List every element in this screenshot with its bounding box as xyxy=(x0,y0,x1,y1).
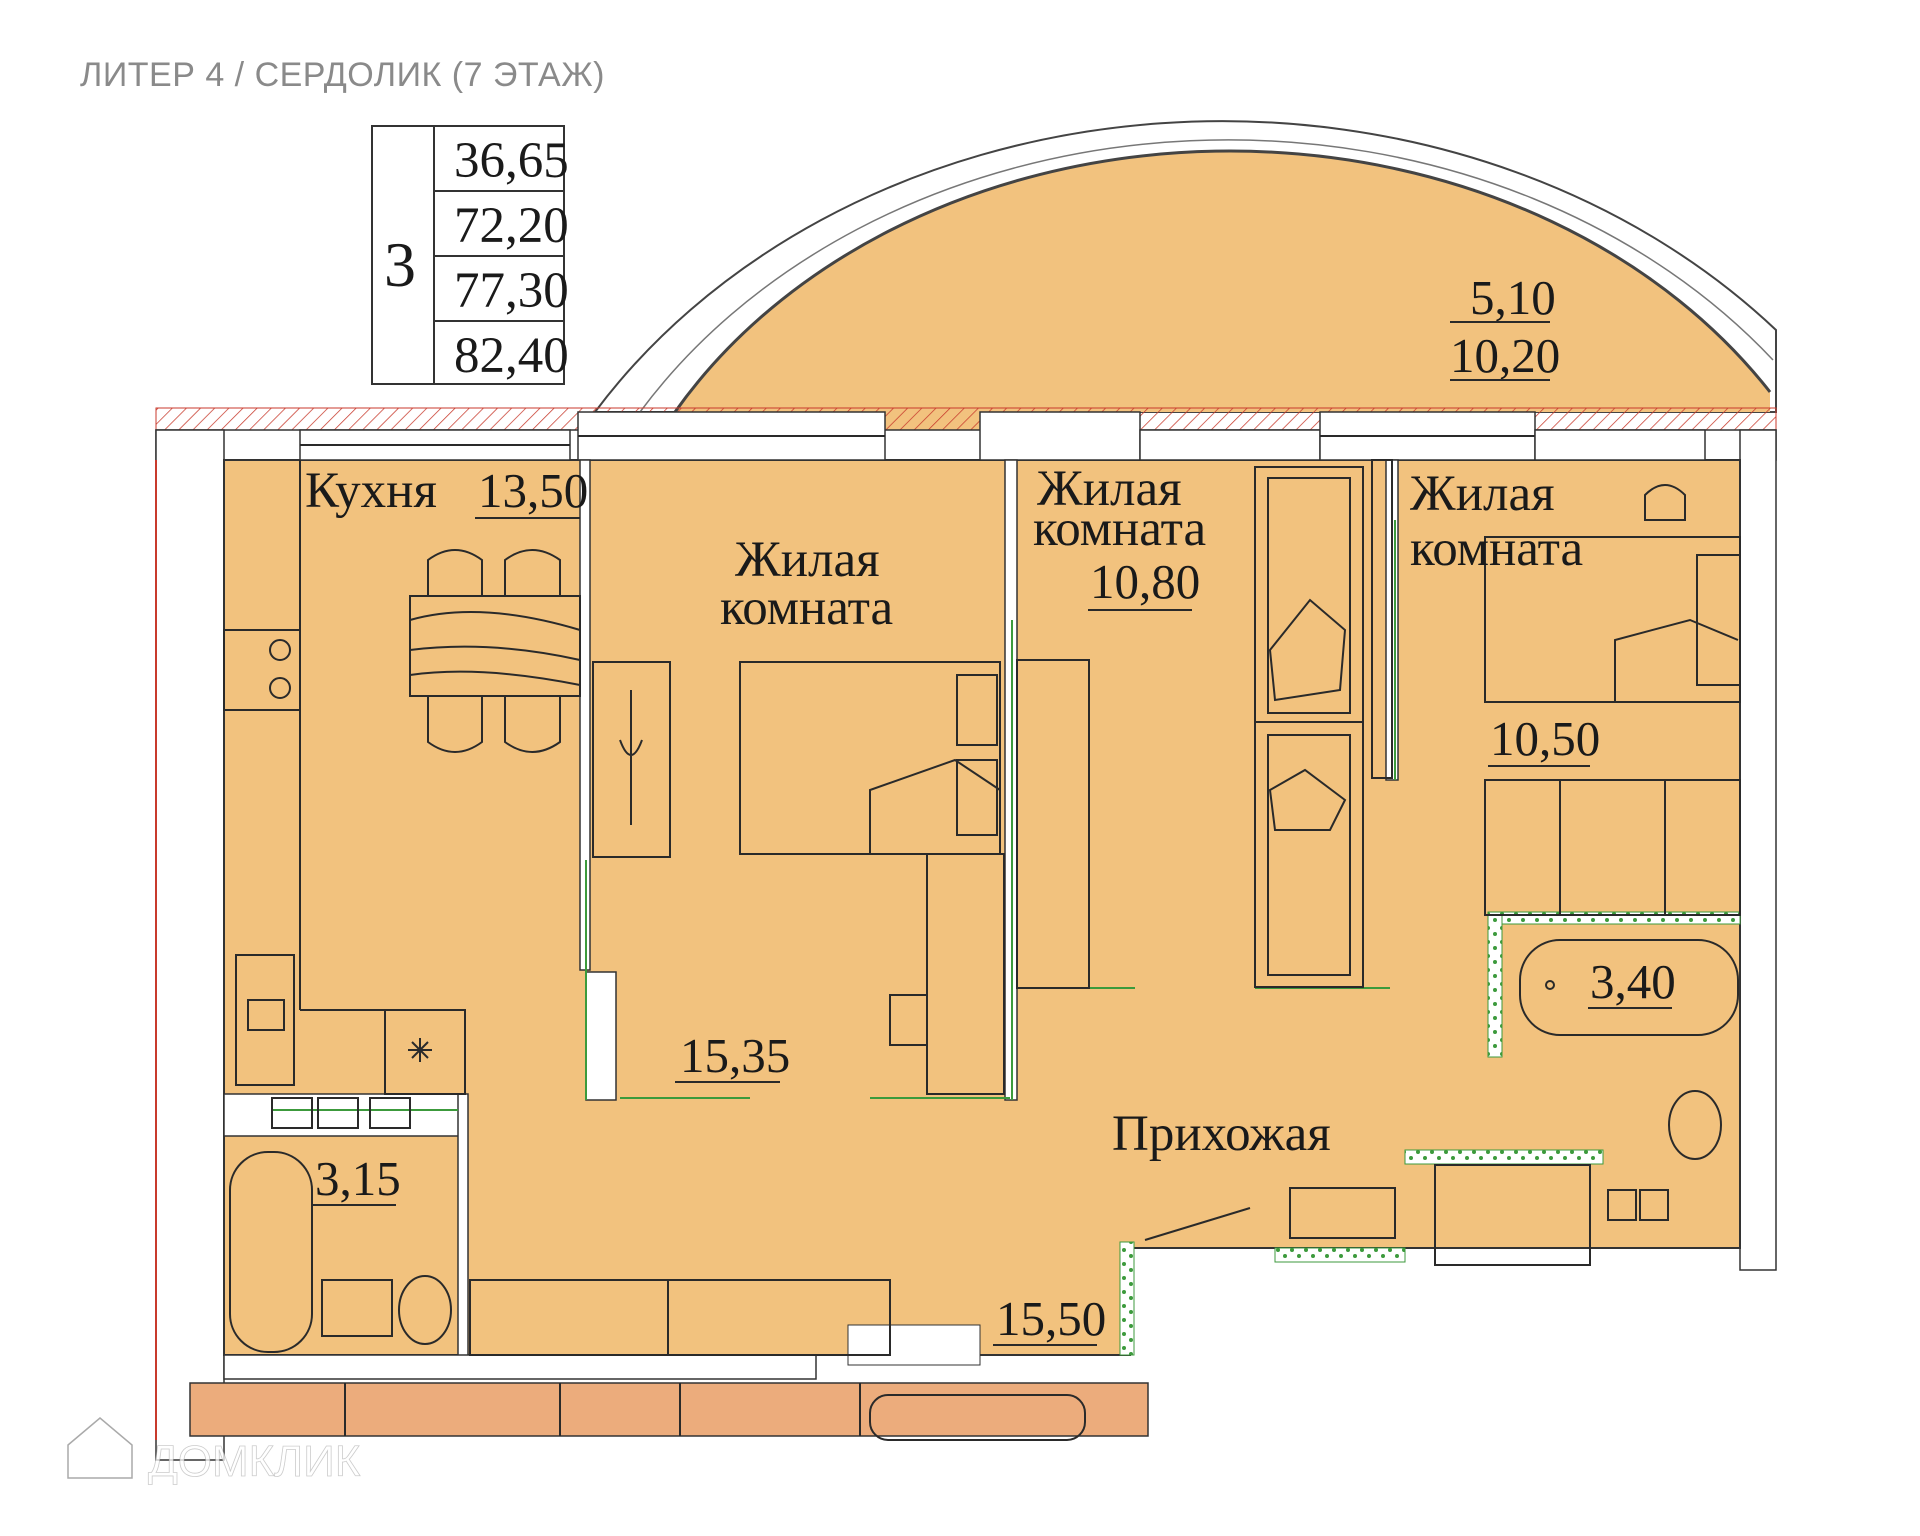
living-2-name-line2: комната xyxy=(1033,501,1206,557)
balcony-area-1: 5,10 xyxy=(1470,270,1556,325)
living-3-name-line2: комната xyxy=(1410,521,1583,577)
watermark-text: ДОМКЛИК xyxy=(148,1437,361,1486)
balcony xyxy=(593,120,1777,465)
kitchen-area: 13,50 xyxy=(478,463,588,518)
plan-caption: ЛИТЕР 4 / СЕРДОЛИК (7 ЭТАЖ) xyxy=(80,56,605,94)
lower-floor-preview xyxy=(189,1382,1149,1441)
area-with-balcony: 77,30 xyxy=(454,263,569,319)
hall-furniture xyxy=(469,1187,1396,1356)
windows xyxy=(299,411,1706,461)
hall-area: 15,50 xyxy=(996,1291,1106,1346)
bathroom-1-fixtures xyxy=(229,1097,452,1353)
living-room-1-furniture xyxy=(592,661,1005,1095)
house-logo-icon xyxy=(67,1417,133,1479)
kitchen-furniture xyxy=(223,549,581,1095)
living-room-2-furniture xyxy=(1016,459,1393,989)
area-full: 82,40 xyxy=(454,328,569,384)
bathroom-2-area: 3,40 xyxy=(1590,954,1676,1009)
bathroom-2-fixtures xyxy=(1434,939,1739,1266)
living-1-name-line1: Жилая xyxy=(735,532,880,588)
living-1-name-line2: комната xyxy=(720,580,893,636)
area-total: 72,20 xyxy=(454,198,569,254)
living-1-area: 15,35 xyxy=(680,1028,790,1083)
area-summary-table: 3 36,65 72,20 77,30 82,40 xyxy=(371,125,569,385)
living-2-area: 10,80 xyxy=(1090,554,1200,609)
living-3-area: 10,50 xyxy=(1490,711,1600,766)
watermark: ДОМКЛИК xyxy=(67,1417,361,1486)
bathroom-1-area: 3,15 xyxy=(315,1151,401,1206)
apartment-floor xyxy=(223,459,1741,1356)
living-3-name-line1: Жилая xyxy=(1410,466,1555,522)
rooms-count: 3 xyxy=(384,229,416,300)
kitchen-name: Кухня xyxy=(305,463,437,519)
living-room-3-furniture xyxy=(1484,484,1741,916)
balcony-area-2: 10,20 xyxy=(1450,328,1560,383)
area-living: 36,65 xyxy=(454,133,569,189)
hall-name: Прихожая xyxy=(1112,1106,1331,1162)
living-2-name-line1: Жилая xyxy=(1037,461,1182,517)
